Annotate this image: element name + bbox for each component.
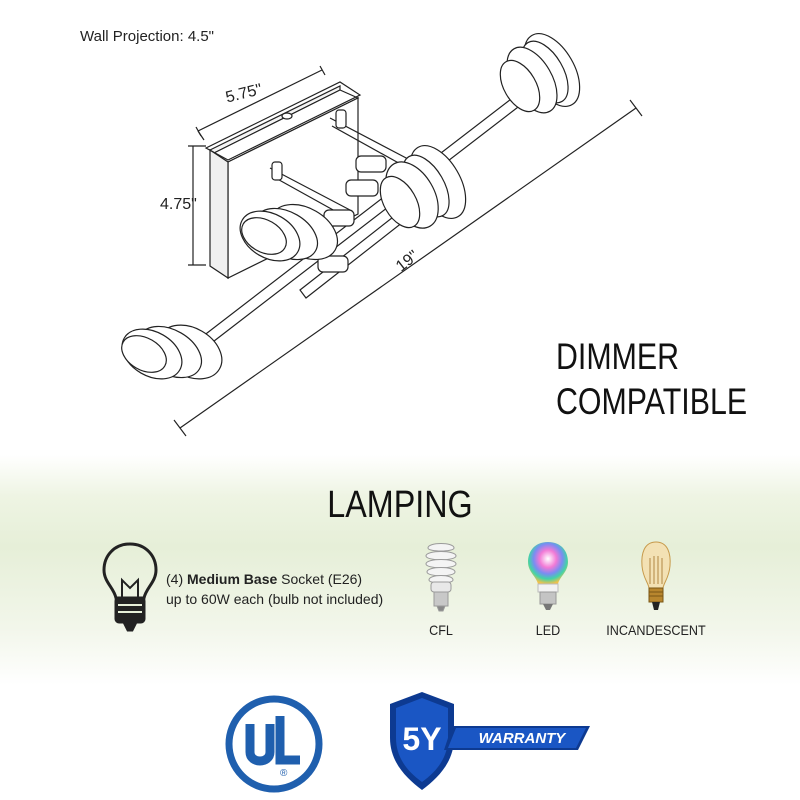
socket-spec: Socket (E26) bbox=[281, 571, 363, 587]
width-dimension-line bbox=[195, 65, 326, 141]
bulb-option-incandescent: INCANDESCENT bbox=[600, 540, 712, 638]
warranty-badge: 5Y WARRANTY bbox=[390, 692, 590, 790]
socket-line-1: (4) Medium Base Socket (E26) bbox=[166, 569, 383, 589]
lamping-title: LAMPING bbox=[327, 484, 473, 526]
socket-bottom-left bbox=[121, 324, 223, 380]
fixture-diagram bbox=[121, 33, 643, 437]
bulb-option-led: LED bbox=[516, 540, 580, 638]
socket-type: Medium Base bbox=[187, 571, 278, 587]
height-dimension-line bbox=[188, 145, 206, 266]
bulb-outline-icon bbox=[102, 542, 158, 632]
wall-projection-label: Wall Projection: 4.5" bbox=[80, 28, 214, 45]
dimmer-compatible-callout: DIMMER COMPATIBLE bbox=[556, 334, 747, 424]
cfl-bulb-icon bbox=[425, 543, 457, 612]
warranty-label: WARRANTY bbox=[479, 730, 568, 747]
bulb-label-incandescent: INCANDESCENT bbox=[606, 622, 706, 638]
length-dimension-line bbox=[173, 99, 643, 437]
socket-description: (4) Medium Base Socket (E26) up to 60W e… bbox=[166, 569, 383, 609]
socket-line-2: up to 60W each (bulb not included) bbox=[166, 591, 384, 607]
led-bulb-icon bbox=[528, 542, 568, 610]
ul-certification-logo: ® bbox=[225, 695, 323, 793]
socket-top-right bbox=[499, 33, 581, 114]
socket-center-left bbox=[239, 203, 339, 262]
height-dimension-label: 4.75" bbox=[160, 196, 197, 213]
socket-count: (4) bbox=[166, 571, 184, 587]
compatible-line: COMPATIBLE bbox=[556, 381, 748, 422]
bulb-option-cfl: CFL bbox=[412, 542, 470, 638]
warranty-years: 5Y bbox=[402, 721, 441, 757]
dimmer-line: DIMMER bbox=[556, 336, 680, 377]
socket-middle bbox=[379, 145, 467, 229]
incandescent-bulb-icon bbox=[641, 541, 671, 610]
ul-registered-mark: ® bbox=[280, 768, 288, 779]
bulb-label-led: LED bbox=[535, 622, 561, 638]
bulb-label-cfl: CFL bbox=[429, 622, 453, 638]
